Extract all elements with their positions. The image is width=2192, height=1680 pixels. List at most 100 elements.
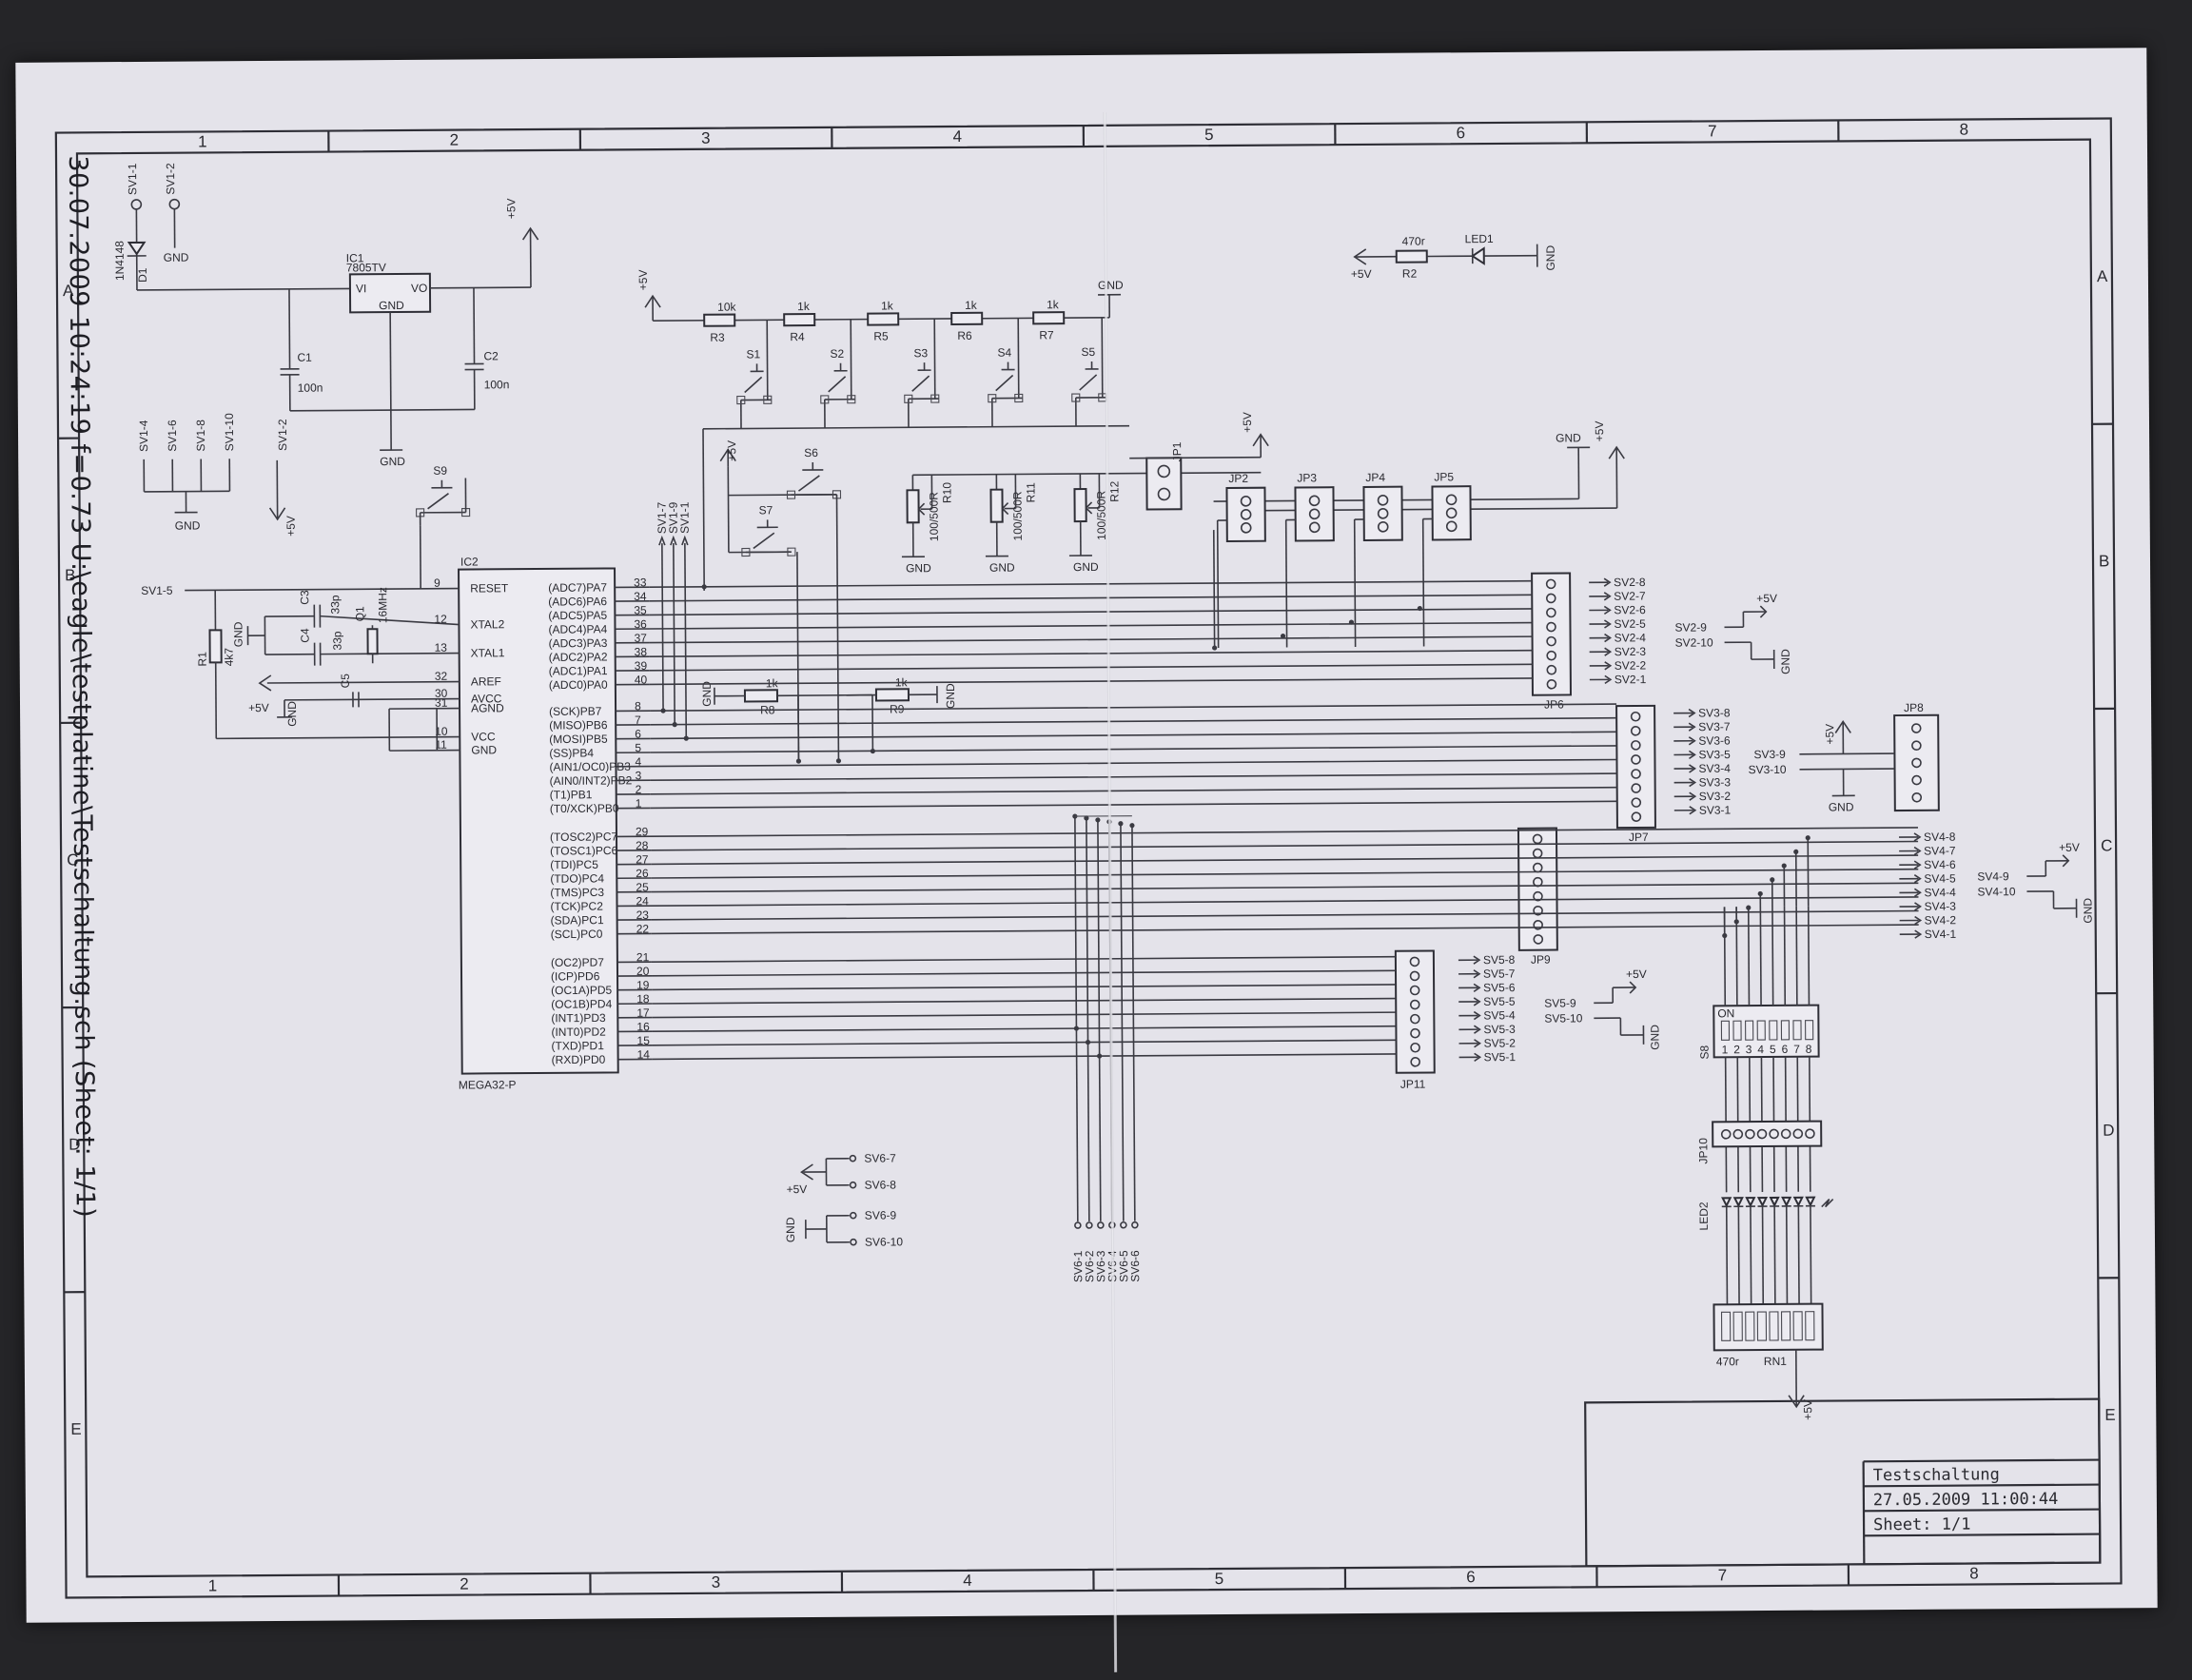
mcu-left-label-0: RESET	[470, 581, 509, 595]
mcu-right-label-24: (OC2)PD7	[551, 956, 604, 969]
c4-name: C4	[298, 628, 311, 643]
sv2x-pwr: +5V	[1756, 592, 1777, 605]
jp-label-2: JP3	[1297, 471, 1317, 484]
sv6-power-header: SV6-7 SV6-8 SV6-9 SV6-10 +5V GND	[783, 1151, 903, 1249]
mcu-left-label-1: XTAL2	[470, 617, 504, 631]
sv2x-0: SV2-9	[1674, 620, 1707, 634]
sv4-label-4: SV4-4	[1924, 886, 1956, 899]
sv6-bottom-5: SV6-6	[1128, 1250, 1142, 1282]
mcu-name: IC2	[460, 555, 479, 568]
sv1-2-down: SV1-2	[276, 419, 289, 451]
header-jp9: JP9	[1518, 829, 1557, 967]
sv3-label-7: SV3-1	[1699, 803, 1732, 816]
c2-value: 100n	[484, 378, 510, 391]
mcu-ic2: IC2 MEGA32-P RESET9XTAL212XTAL113AREF32A…	[434, 554, 651, 1092]
dip-num-4: 4	[1757, 1043, 1764, 1056]
chain-value-1: 1k	[797, 300, 811, 313]
pot-name-1: R11	[1024, 482, 1037, 503]
spi-pin-2: SV1-1	[678, 501, 692, 534]
sv4-label-5: SV4-3	[1924, 900, 1956, 913]
mcu-left-label-3: AREF	[471, 674, 501, 688]
row-label-right-D: D	[2103, 1122, 2114, 1140]
sv3-label-0: SV3-8	[1698, 706, 1731, 719]
jp-label-3: JP4	[1365, 471, 1385, 484]
col-label-bottom-4: 4	[963, 1572, 972, 1590]
gnd-label-3: GND	[175, 518, 201, 532]
chain-name-2: R5	[873, 329, 889, 342]
mcu-left-label-2: XTAL1	[471, 646, 505, 659]
col-label-top-5: 5	[1204, 126, 1214, 144]
crystal-q1	[367, 629, 377, 654]
sv3-label-3: SV3-5	[1698, 748, 1731, 761]
resistor-r1	[209, 630, 221, 662]
mcu-right-label-31: (RXD)PD0	[552, 1053, 606, 1066]
chain-value-4: 1k	[1047, 298, 1060, 311]
sv2-label-2: SV2-6	[1614, 603, 1646, 616]
resistor-r2	[1397, 250, 1427, 262]
rn1-value: 470r	[1716, 1355, 1739, 1368]
header-label-JP7: JP7	[1629, 830, 1649, 844]
sv2-label-1: SV2-7	[1614, 589, 1646, 602]
gnd-label-7: GND	[231, 621, 245, 647]
mcu-right-label-14: (T1)PB1	[550, 788, 593, 801]
header-label-JP8: JP8	[1904, 701, 1924, 714]
mcu-left-num-3: 32	[435, 670, 448, 683]
sv4-label-0: SV4-8	[1924, 830, 1956, 844]
dip-num-8: 8	[1806, 1043, 1812, 1056]
dip-num-7: 7	[1793, 1043, 1800, 1056]
mcu-right-label-10: (MOSI)PB5	[549, 733, 608, 746]
col-label-bottom-7: 7	[1718, 1566, 1728, 1584]
col-label-top-4: 4	[953, 127, 963, 146]
q1-value: 16MHz	[376, 587, 389, 623]
mcu-right-label-1: (ADC6)PA6	[548, 595, 607, 608]
header-label-JP11: JP11	[1400, 1078, 1426, 1091]
sv1-gnd-pin-3: SV1-10	[223, 413, 236, 451]
mcu-right-label-0: (ADC7)PA7	[548, 581, 607, 595]
mcu-right-label-15: (T0/XCK)PB0	[550, 802, 619, 816]
mcu-left-label-6: VCC	[471, 730, 496, 743]
sv3-label-1: SV3-7	[1698, 720, 1731, 733]
mcu-right-label-11: (SS)PB4	[549, 746, 594, 759]
mcu-right-label-30: (TXD)PD1	[551, 1039, 604, 1052]
rn1-pwr: +5V	[1801, 1399, 1814, 1420]
mcu-right-label-6: (ADC1)PA1	[549, 664, 608, 677]
gnd-label-8: GND	[285, 701, 299, 727]
diode-value: 1N4148	[113, 241, 127, 281]
sv1-5-label: SV1-5	[141, 584, 173, 597]
plus5v-label-1: +5V	[504, 198, 518, 219]
mcu-left-label-7: GND	[471, 743, 497, 756]
sv4x-gnd: GND	[2081, 898, 2094, 924]
plus5v-label-2: +5V	[284, 516, 298, 537]
switch-s2: S2	[820, 320, 855, 428]
pot-value-0: 100/500R	[927, 492, 940, 541]
mcu-left-num-0: 9	[434, 576, 440, 590]
gnd-label-2: GND	[380, 455, 405, 468]
sv4-label-7: SV4-1	[1925, 928, 1957, 941]
pot-value-1: 100/500R	[1010, 491, 1024, 540]
chain-value-3: 1k	[965, 299, 978, 312]
mcu-right-label-7: (ADC0)PA0	[549, 678, 608, 692]
sv6-9-label: SV6-9	[865, 1208, 897, 1221]
col-label-bottom-6: 6	[1466, 1568, 1476, 1586]
mcu-right-label-22: (SDA)PC1	[551, 913, 604, 927]
sv6-7-label: SV6-7	[864, 1151, 896, 1164]
row-label-right-B: B	[2099, 552, 2109, 570]
mcu-right-label-16: (TOSC2)PC7	[550, 830, 618, 843]
chain-name-0: R3	[710, 331, 725, 344]
mcu-right-label-29: (INT0)PD2	[551, 1026, 606, 1039]
sv2-label-7: SV2-1	[1615, 673, 1647, 686]
sv5-label-7: SV5-1	[1484, 1050, 1517, 1064]
sv5x-0: SV5-9	[1544, 996, 1576, 1009]
header-label-JP9: JP9	[1531, 953, 1551, 967]
sv2-label-6: SV2-2	[1615, 658, 1647, 672]
switch-label-S5: S5	[1081, 345, 1095, 359]
resistor-r4	[784, 314, 814, 325]
rn1-name: RN1	[1764, 1355, 1787, 1368]
sv2-label-0: SV2-8	[1614, 576, 1646, 589]
chain-value-0: 10k	[717, 301, 736, 314]
sv2-label-4: SV2-4	[1615, 631, 1647, 644]
sv2-label-3: SV2-5	[1614, 617, 1646, 631]
gnd-label-5: GND	[1098, 279, 1124, 292]
